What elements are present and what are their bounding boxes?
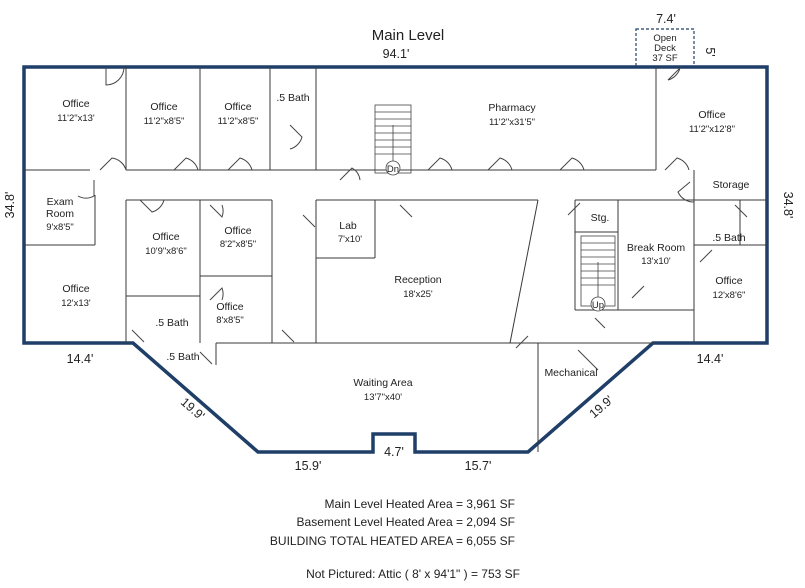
room-name: Reception <box>394 274 441 286</box>
room-size: 11'2"x8'5" <box>144 116 185 127</box>
room-name: .5 Bath <box>166 351 199 363</box>
room-name: .5 Bath <box>276 92 309 104</box>
right-height-label: 34.8' <box>781 192 795 219</box>
left-height-label: 34.8' <box>3 192 17 219</box>
room-name-line1: Exam <box>47 196 74 208</box>
room-name: Lab <box>339 220 357 232</box>
room-name: Storage <box>713 179 750 191</box>
stairs-up-label: Up <box>592 300 604 311</box>
room-name: Office <box>715 275 742 287</box>
room-name: Office <box>150 101 177 113</box>
room-name: Mechanical <box>544 367 597 379</box>
entry-width-label: 4.7' <box>384 445 404 459</box>
room-size: 10'9"x8'6" <box>145 246 187 257</box>
main-area-line: Main Level Heated Area = 3,961 SF <box>325 497 515 511</box>
deck-depth-label: 5' <box>703 47 717 56</box>
bottom-left-label: 14.4' <box>67 352 94 366</box>
room-name: Office <box>224 225 251 237</box>
deck-area: 37 SF <box>652 53 678 64</box>
basement-area-line: Basement Level Heated Area = 2,094 SF <box>297 515 515 529</box>
room-name-line2: Room <box>46 208 74 220</box>
room-name: Office <box>224 101 251 113</box>
attic-line: Not Pictured: Attic ( 8' x 94'1" ) = 753… <box>306 567 520 581</box>
open-deck <box>635 28 695 68</box>
room-name: Office <box>216 301 243 313</box>
room-size: 13'x10' <box>641 256 671 267</box>
bottom-mid-left-label: 15.9' <box>295 459 322 473</box>
room-size: 13'7"x40' <box>364 392 402 403</box>
plan-title: Main Level <box>372 27 445 44</box>
room-name: Office <box>698 109 725 121</box>
room-name: .5 Bath <box>712 232 745 244</box>
room-name: Waiting Area <box>353 377 412 389</box>
room-name: Office <box>62 283 89 295</box>
total-area-line: BUILDING TOTAL HEATED AREA = 6,055 SF <box>270 534 515 548</box>
room-size: 12'x8'6" <box>713 290 746 301</box>
room-size: 12'x13' <box>61 298 91 309</box>
stairs-down <box>374 104 412 176</box>
top-width-label: 94.1' <box>383 47 410 61</box>
room-name: Office <box>152 231 179 243</box>
door-swings <box>77 66 748 371</box>
room-size: 18'x25' <box>403 289 433 300</box>
deck-width-label: 7.4' <box>656 12 676 26</box>
room-size: 7'x10' <box>338 234 362 245</box>
room-size: 8'2"x8'5" <box>220 239 256 250</box>
room-name: Pharmacy <box>488 102 536 114</box>
stairs-down-label: Dn <box>387 164 399 175</box>
deck-label-1: Open <box>653 33 676 44</box>
room-size: 11'2"x8'5" <box>218 116 259 127</box>
room-name: .5 Bath <box>155 317 188 329</box>
room-size: 11'2"x12'8" <box>689 124 735 135</box>
angle-left-label: 19.9' <box>178 395 207 423</box>
stairs-up <box>580 235 616 312</box>
room-size: 11'2"x13' <box>57 113 95 124</box>
room-size: 11'2"x31'5" <box>489 117 535 128</box>
room-name: Office <box>62 98 89 110</box>
bottom-right-label: 14.4' <box>697 352 724 366</box>
room-name: Break Room <box>627 242 686 254</box>
deck-label-2: Deck <box>654 43 676 54</box>
room-size: 8'x8'5" <box>216 315 244 326</box>
exterior-wall <box>22 65 769 454</box>
bottom-mid-right-label: 15.7' <box>465 459 492 473</box>
room-size: 9'x8'5" <box>46 222 74 233</box>
room-name: Stg. <box>591 212 610 224</box>
